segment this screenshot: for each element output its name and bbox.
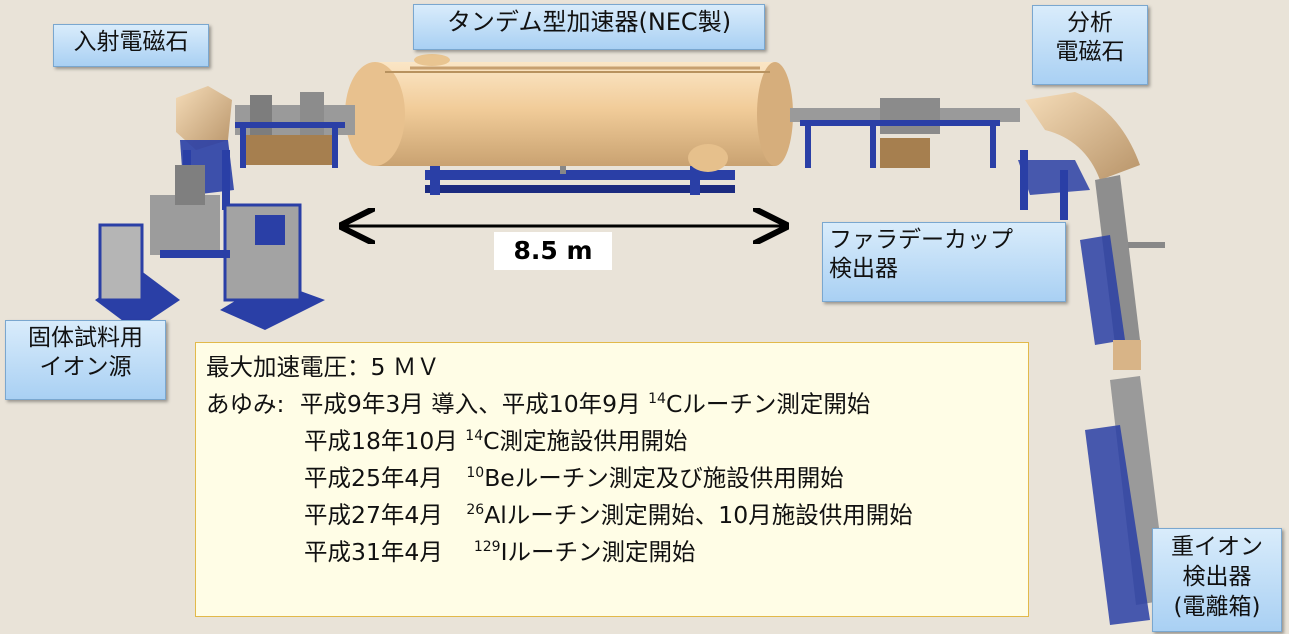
history-3-sup: 10	[466, 465, 485, 481]
injection-beamline	[235, 92, 355, 168]
faraday-cup-text-1: ファラデーカップ	[829, 227, 1013, 253]
analyzing-magnet-text-2: 電磁石	[1055, 39, 1125, 65]
max-voltage-row: 最大加速電圧：5 ＭＶ	[206, 349, 1028, 386]
analyzing-magnet-label: 分析 電磁石	[1032, 5, 1148, 85]
ion-source-text-1: 固体試料用	[28, 325, 143, 351]
history-row-3: 平成25年4月 10Beルーチン測定及び施設供用開始	[206, 460, 1028, 497]
history-3-text-b: Beルーチン測定及び施設供用開始	[484, 464, 844, 492]
length-label: 8.5 m	[494, 232, 612, 270]
analyzing-magnet-text-1: 分析	[1067, 10, 1113, 36]
history-2-text-b: C測定施設供用開始	[483, 427, 688, 455]
ion-source-cluster	[95, 165, 325, 330]
faraday-cup-text-2: 検出器	[829, 256, 898, 282]
history-row-2: 平成18年10月 14C測定施設供用開始	[206, 423, 1028, 460]
history-4-text-a: 平成27年4月	[304, 501, 467, 529]
history-5-text-a: 平成31年4月	[304, 538, 474, 566]
high-energy-beamline	[790, 98, 1020, 168]
heavy-ion-detector-label: 重イオン 検出器 (電離箱)	[1152, 528, 1282, 632]
heavy-ion-text-3: (電離箱)	[1173, 594, 1261, 620]
injection-magnet-label: 入射電磁石	[53, 24, 209, 67]
info-box: 最大加速電圧：5 ＭＶ あゆみ: 平成9年3月 導入、平成10年9月 14Cルー…	[195, 342, 1029, 617]
history-4-text-b: Alルーチン測定開始、10月施設供用開始	[484, 501, 913, 529]
ion-source-label: 固体試料用 イオン源	[5, 320, 166, 400]
history-2-text-a: 平成18年10月	[304, 427, 466, 455]
history-4-sup: 26	[466, 502, 485, 518]
history-3-text-a: 平成25年4月	[304, 464, 467, 492]
tandem-accelerator-text: タンデム型加速器(NEC製)	[446, 8, 732, 36]
history-5-text-b: Iルーチン測定開始	[500, 538, 696, 566]
history-row-4: 平成27年4月 26Alルーチン測定開始、10月施設供用開始	[206, 497, 1028, 534]
history-row-5: 平成31年4月 129Iルーチン測定開始	[206, 534, 1028, 571]
heavy-ion-text-2: 検出器	[1182, 564, 1252, 590]
history-1-sup: 14	[648, 391, 666, 407]
accelerator-tank	[345, 54, 793, 172]
injection-magnet-text: 入射電磁石	[73, 29, 189, 55]
analyzing-magnet	[1018, 92, 1140, 220]
history-2-sup: 14	[465, 428, 484, 444]
history-1-text-a: 平成9年3月 導入、平成10年9月	[299, 390, 649, 418]
history-row-1: あゆみ: 平成9年3月 導入、平成10年9月 14Cルーチン測定開始	[206, 386, 1028, 423]
faraday-cup-label: ファラデーカップ 検出器	[822, 222, 1066, 302]
history-5-sup: 129	[473, 539, 501, 555]
max-voltage-text: 最大加速電圧：5 ＭＶ	[206, 353, 440, 381]
history-1-text-b: Cルーチン測定開始	[665, 390, 871, 418]
ion-source-text-2: イオン源	[39, 354, 132, 380]
heavy-ion-text-1: 重イオン	[1171, 534, 1263, 560]
history-label: あゆみ:	[206, 390, 285, 418]
tandem-accelerator-label: タンデム型加速器(NEC製)	[413, 4, 765, 50]
